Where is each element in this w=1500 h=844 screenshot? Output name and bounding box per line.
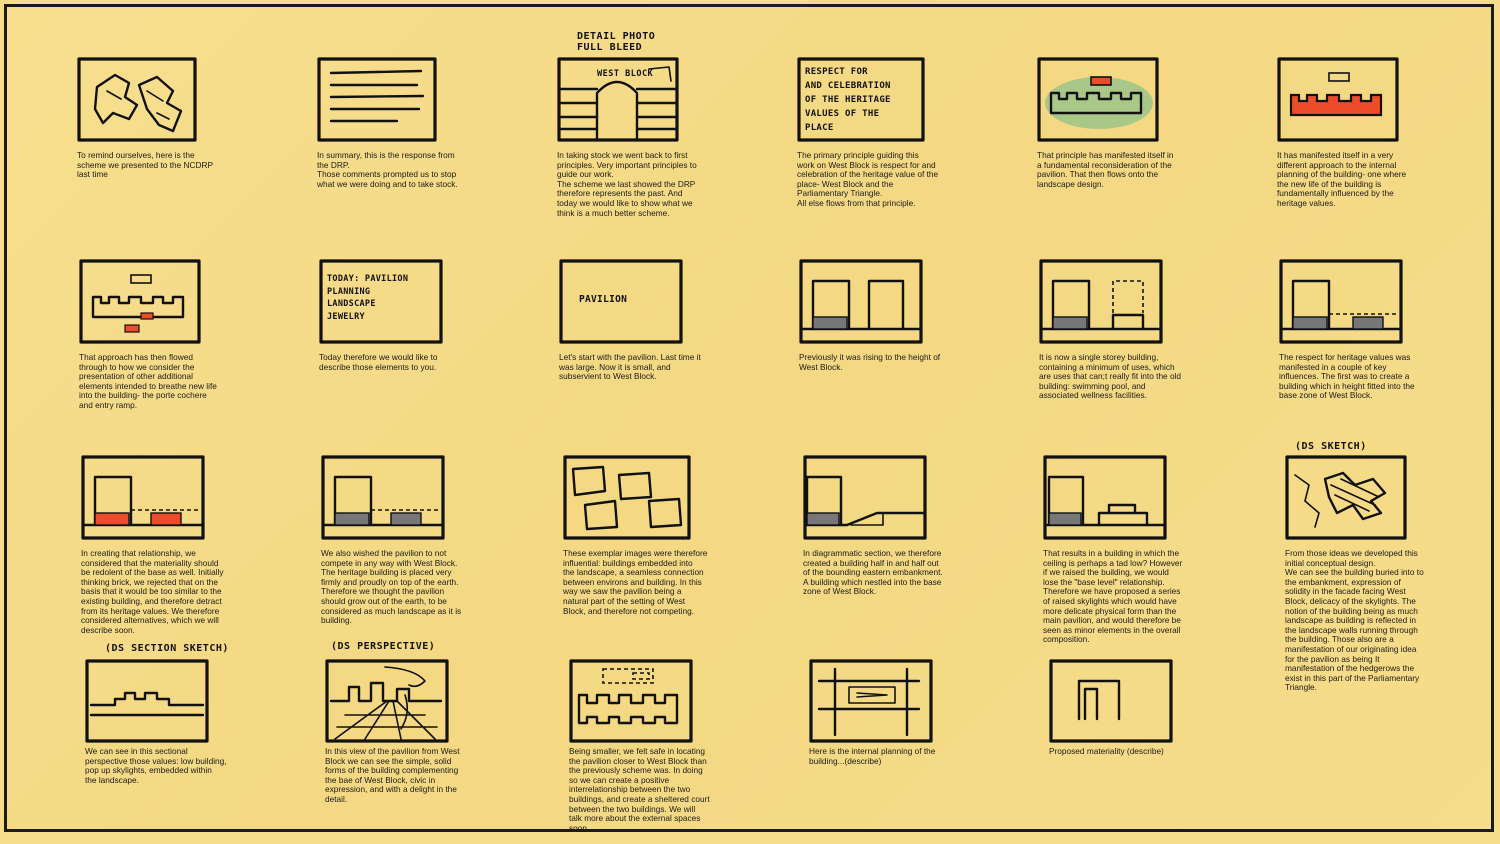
caption: That results in a building in which the … <box>1043 548 1183 645</box>
sketch-frame <box>559 259 683 344</box>
sketch-site-relationship <box>569 659 693 743</box>
sketch-porte-cochere <box>79 259 201 344</box>
caption: In this view of the pavilion from West B… <box>325 746 460 804</box>
caption: The primary principle guiding this work … <box>797 150 939 208</box>
sketch-conceptual-design <box>1285 455 1407 540</box>
sketch-frame <box>557 57 679 142</box>
sketch-frame <box>1039 259 1163 344</box>
sketch-floor-plan <box>809 659 933 743</box>
sketch-section-single-storey <box>1039 259 1163 344</box>
sketch-frame <box>803 455 927 540</box>
sketch-pavilion-note <box>559 259 683 344</box>
sketch-frame <box>81 455 205 540</box>
sketch-text-lines <box>317 57 437 142</box>
sketch-respect-note <box>797 57 925 142</box>
sketch-frame <box>1285 455 1407 540</box>
caption: In creating that relationship, we consid… <box>81 548 224 635</box>
caption: These exemplar images were therefore inf… <box>563 548 708 616</box>
caption: Previously it was rising to the height o… <box>799 352 941 372</box>
note-respect: RESPECT FOR AND CELEBRATION OF THE HERIT… <box>805 67 891 133</box>
sketch-frame <box>319 259 443 344</box>
note-detail-photo: DETAIL PHOTO FULL BLEED <box>577 31 656 53</box>
note-pavilion: PAVILION <box>579 294 628 305</box>
caption: Being smaller, we felt safe in locating … <box>569 746 710 833</box>
caption: In summary, this is the response from th… <box>317 150 458 189</box>
sketch-perspective-view <box>325 659 449 743</box>
caption: We also wished the pavilion to not compe… <box>321 548 462 626</box>
caption: That approach has then flowed through to… <box>79 352 217 410</box>
sketch-section-previous <box>799 259 923 344</box>
sketch-frame <box>1277 57 1399 142</box>
caption: Proposed materiality (describe) <box>1049 746 1164 756</box>
caption: It has manifested itself in a very diffe… <box>1277 150 1407 208</box>
sketch-frame <box>85 659 209 743</box>
note-west-block: WEST BLOCK <box>597 69 654 79</box>
sketch-pavilion-landscape <box>1037 57 1159 142</box>
sketch-west-block-arch <box>557 57 679 142</box>
note-ds-section: (DS SECTION SKETCH) <box>105 643 229 654</box>
caption: Today therefore we would like to describ… <box>319 352 438 372</box>
note-today: TODAY: PAVILION PLANNING LANDSCAPE JEWEL… <box>327 274 409 322</box>
sketch-frame <box>77 57 197 142</box>
sketch-frame <box>563 455 691 540</box>
caption: In diagrammatic section, we therefore cr… <box>803 548 943 597</box>
sketch-frame <box>321 455 445 540</box>
sketch-sectional-perspective <box>85 659 209 743</box>
caption: To remind ourselves, here is the scheme … <box>77 150 214 180</box>
caption: That principle has manifested itself in … <box>1037 150 1174 189</box>
sketch-frame <box>569 659 693 743</box>
caption: Here is the internal planning of the bui… <box>809 746 936 766</box>
sketch-frame <box>79 259 201 344</box>
sketch-today-note <box>319 259 443 344</box>
caption: Let's start with the pavilion. Last time… <box>559 352 701 382</box>
sketch-frame <box>325 659 449 743</box>
sketch-frame <box>1043 455 1167 540</box>
sketch-frame <box>1037 57 1159 142</box>
sketch-frame <box>317 57 437 142</box>
sketch-section-skylights <box>1043 455 1167 540</box>
note-ds-perspective: (DS PERSPECTIVE) <box>331 641 436 652</box>
sketch-section-materiality <box>81 455 205 540</box>
storyboard-board: To remind ourselves, here is the scheme … <box>4 4 1494 833</box>
caption: We can see in this sectional perspective… <box>85 746 227 785</box>
sketch-scheme-massing <box>77 57 197 142</box>
caption: From those ideas we developed this initi… <box>1285 548 1424 693</box>
sketch-frame <box>799 259 923 344</box>
sketch-section-earth <box>321 455 445 540</box>
caption: In taking stock we went back to first pr… <box>557 150 697 218</box>
sketch-materiality <box>1049 659 1173 743</box>
sketch-frame <box>1279 259 1403 344</box>
sketch-section-embankment <box>803 455 927 540</box>
sketch-frame <box>809 659 933 743</box>
sketch-section-base-zone <box>1279 259 1403 344</box>
sketch-frame <box>1049 659 1173 743</box>
caption: It is now a single storey building, cont… <box>1039 352 1182 401</box>
sketch-frame <box>797 57 927 142</box>
sketch-exemplar-images <box>563 455 691 540</box>
note-ds-sketch: (DS SKETCH) <box>1295 441 1367 452</box>
caption: The respect for heritage values was mani… <box>1279 352 1415 401</box>
sketch-internal-planning <box>1277 57 1399 142</box>
